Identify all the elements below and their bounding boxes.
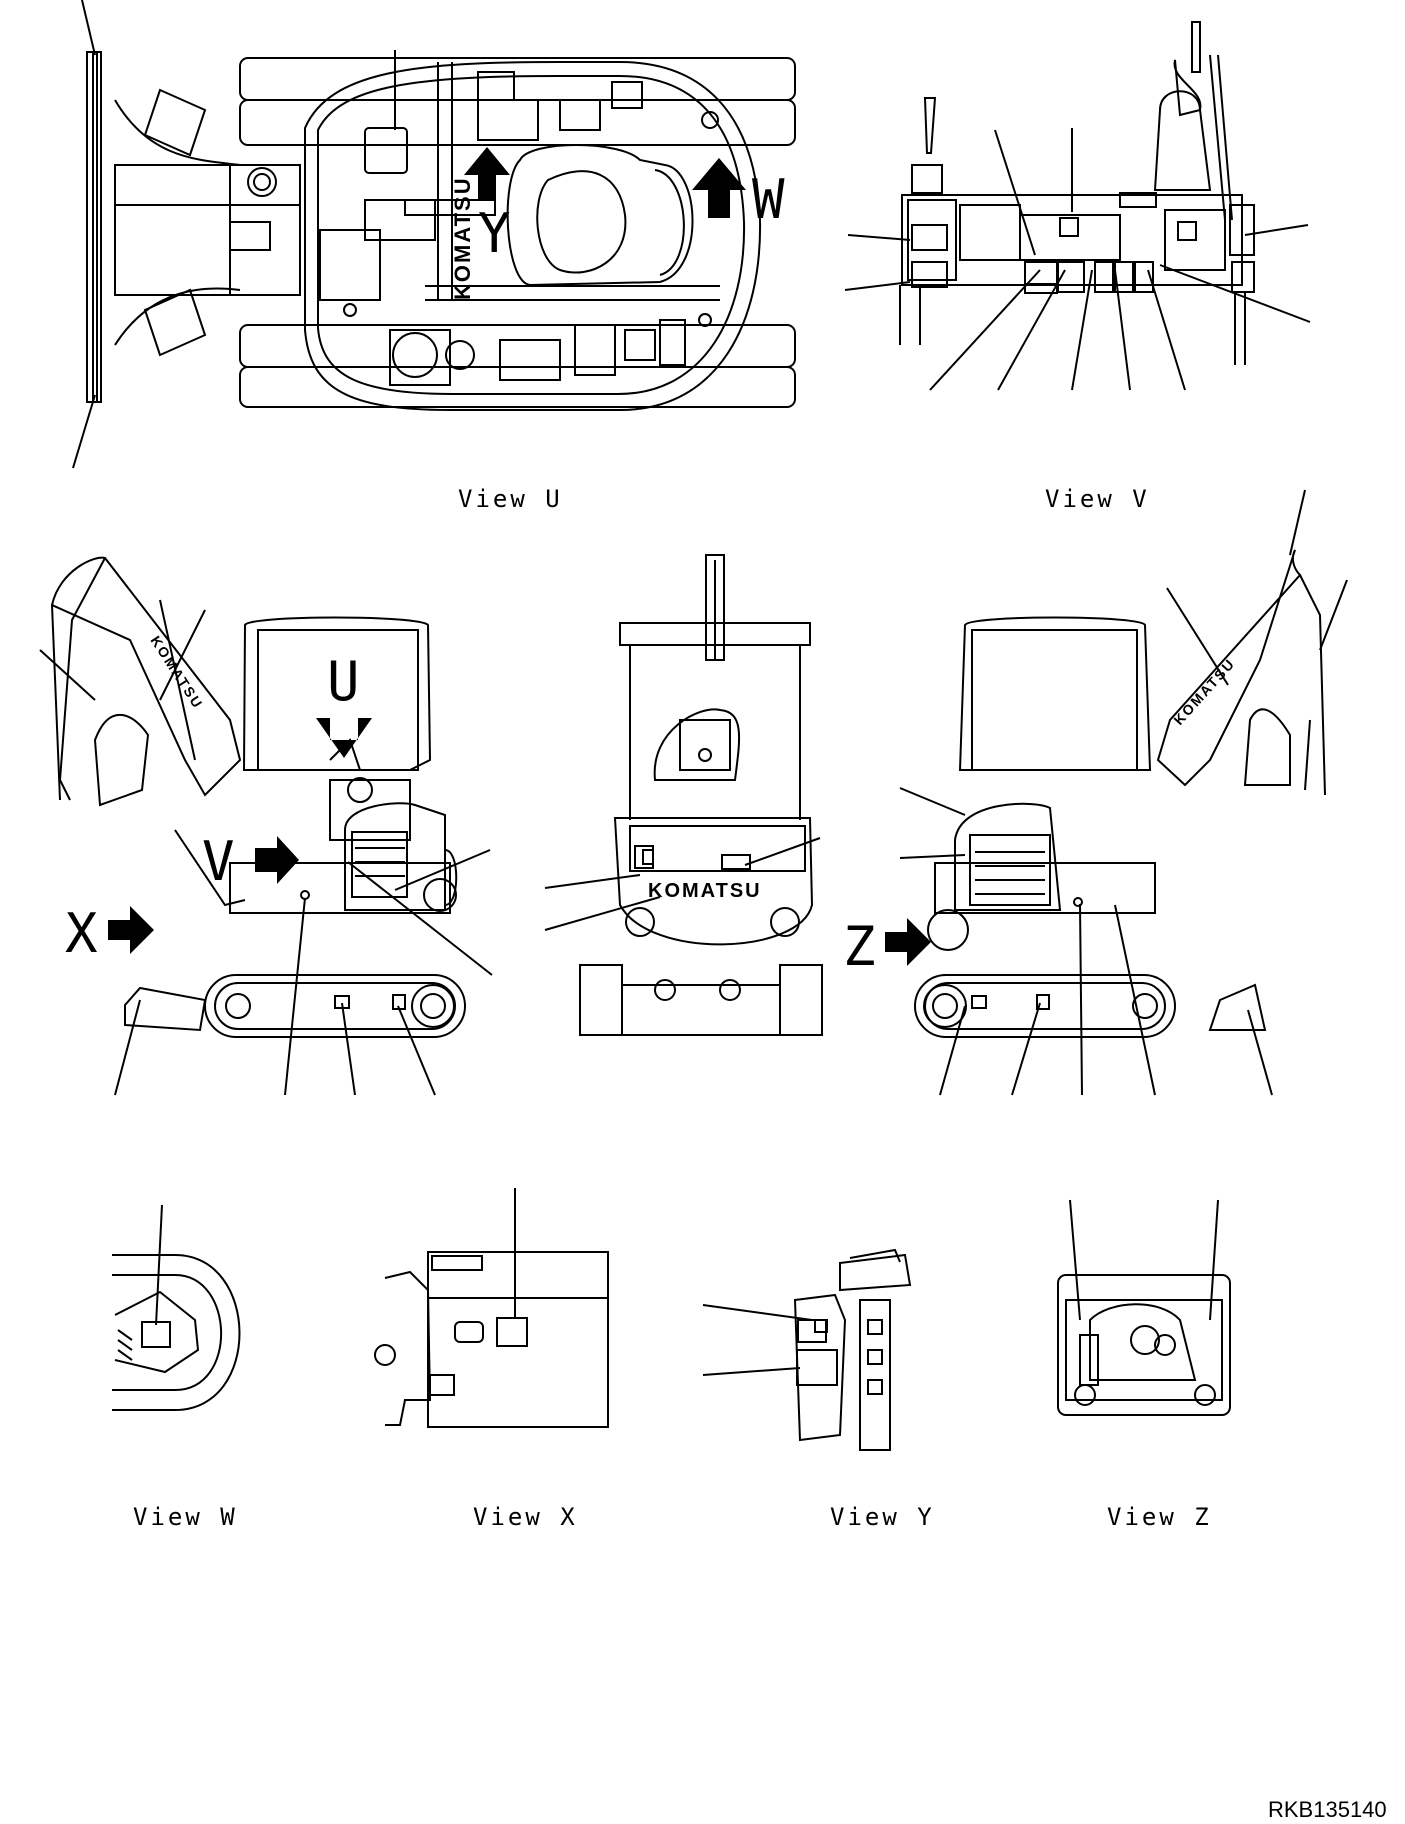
caption-view-w: View W xyxy=(133,1503,238,1531)
view-y-drawing xyxy=(702,1248,912,1451)
caption-view-u: View U xyxy=(458,485,563,513)
rear-view-drawing xyxy=(544,554,823,1036)
caption-view-x: View X xyxy=(473,1503,578,1531)
view-letter-v: V xyxy=(202,830,235,893)
view-x-arrow xyxy=(108,906,154,954)
brand-decal-left: KOMATSU xyxy=(147,633,206,712)
view-y-arrow xyxy=(464,147,510,200)
caption-view-y: View Y xyxy=(830,1503,935,1531)
caption-view-v: View V xyxy=(1045,485,1150,513)
view-u-drawing xyxy=(72,0,796,469)
view-w-drawing xyxy=(112,1204,241,1411)
view-letter-u: U xyxy=(327,650,360,713)
view-letter-x: X xyxy=(65,902,98,965)
view-x-drawing xyxy=(374,1188,609,1428)
side-view-left-drawing xyxy=(39,556,493,1096)
brand-decal-right: KOMATSU xyxy=(1170,655,1238,728)
view-w-arrow xyxy=(692,158,746,218)
drawing-number: RKB135140 xyxy=(1268,1797,1387,1822)
view-letter-y: Y xyxy=(478,202,511,265)
view-z-arrow xyxy=(885,918,931,966)
view-letter-z: Z xyxy=(843,915,876,978)
view-letter-w: W xyxy=(752,168,785,231)
brand-decal-rear: KOMATSU xyxy=(648,880,762,902)
side-view-right-drawing xyxy=(899,489,1348,1096)
view-v-drawing xyxy=(844,21,1311,391)
view-u-arrow xyxy=(316,718,372,758)
view-v-arrow xyxy=(255,836,299,884)
caption-view-z: View Z xyxy=(1107,1503,1212,1531)
brand-decal-top: KOMATSU xyxy=(450,176,475,300)
view-z-drawing xyxy=(1057,1199,1231,1416)
